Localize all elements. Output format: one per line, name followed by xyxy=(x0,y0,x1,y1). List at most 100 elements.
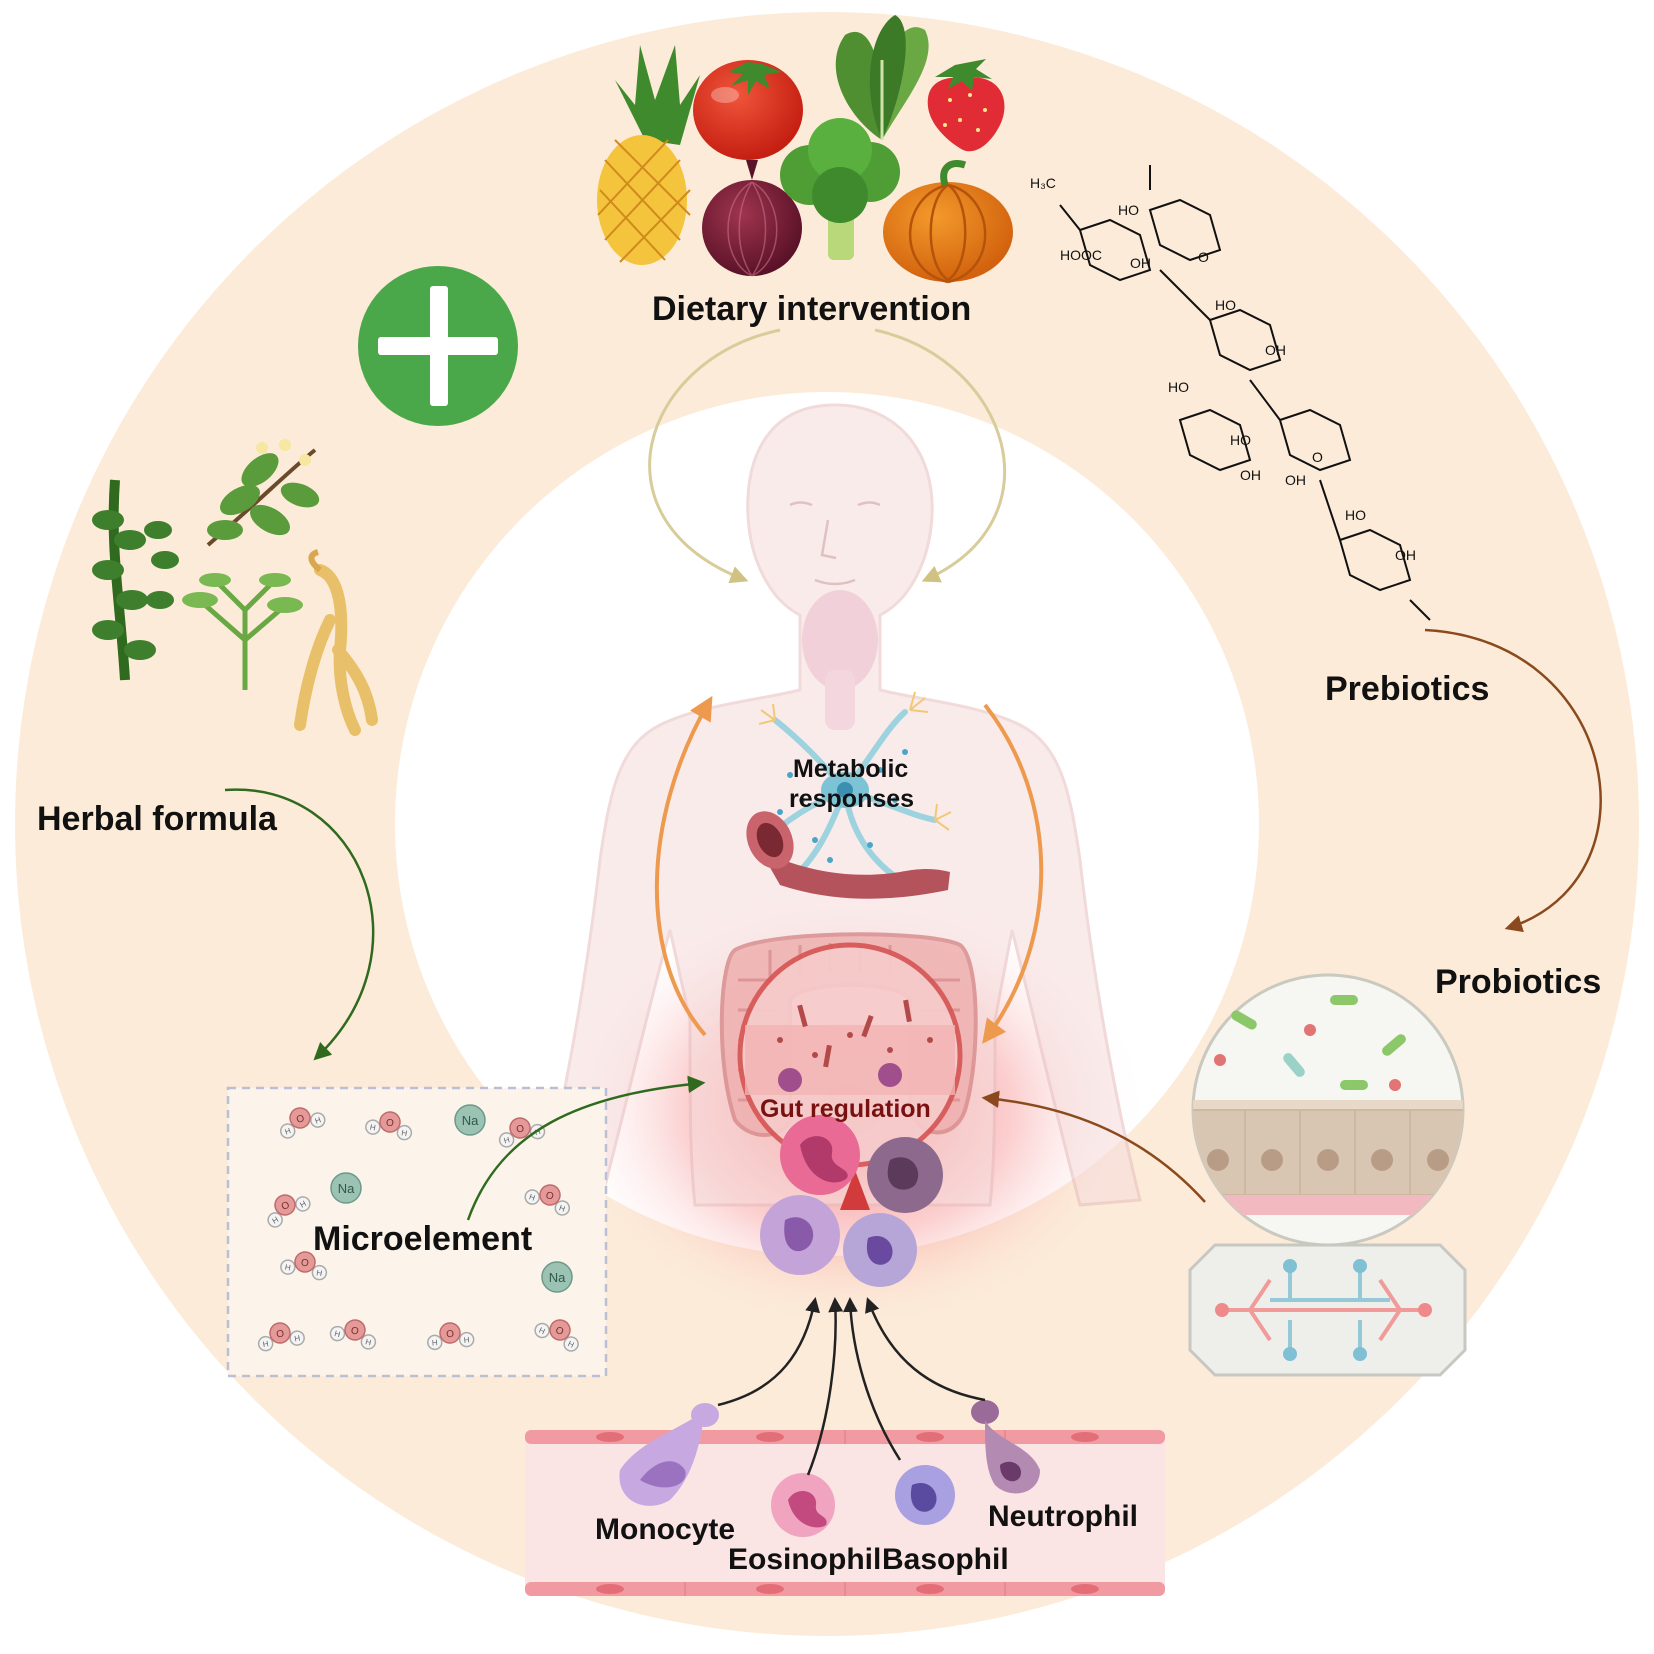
hydrogen-atom xyxy=(280,1259,296,1275)
prebiotics-label: Prebiotics xyxy=(1325,670,1490,708)
hydrogen-label: H xyxy=(298,1199,308,1210)
neutrophil-label: Neutrophil xyxy=(988,1500,1138,1533)
hydrogen-atom xyxy=(563,1336,579,1352)
oxygen-label: O xyxy=(554,1325,566,1338)
eosinophil-cell xyxy=(771,1473,835,1537)
oxygen-atom xyxy=(549,1319,571,1341)
svg-text:OH: OH xyxy=(1240,467,1261,483)
basophil-cell xyxy=(895,1465,955,1525)
svg-text:H₃C: H₃C xyxy=(1030,175,1056,191)
hydrogen-label: H xyxy=(271,1215,281,1226)
oxygen-label: O xyxy=(446,1329,455,1341)
hydrogen-label: H xyxy=(333,1329,341,1339)
hydrogen-label: H xyxy=(558,1203,567,1214)
gut-lens xyxy=(737,942,963,1168)
strawberry-icon xyxy=(927,59,1005,152)
probiotics-label: Probiotics xyxy=(1435,963,1602,1001)
sodium-ion-icon: Na xyxy=(454,1104,486,1136)
hydrogen-label: H xyxy=(432,1338,439,1347)
pineapple-icon xyxy=(597,45,700,265)
svg-text:HOOC: HOOC xyxy=(1060,247,1102,263)
hydrogen-atom xyxy=(295,1196,311,1212)
metabolic-arrows xyxy=(654,695,1044,1044)
bacteria-icon xyxy=(1214,995,1406,1091)
hydrogen-label: H xyxy=(369,1123,376,1133)
eosinophil-label: Eosinophil xyxy=(728,1543,882,1576)
hydrogen-label: H xyxy=(537,1326,546,1337)
hydrogen-atom xyxy=(458,1331,475,1348)
hydrogen-atom xyxy=(396,1124,413,1141)
hydrogen-label: H xyxy=(314,1115,323,1126)
oxygen-atom xyxy=(269,1322,291,1344)
water-molecule-icon: H HO xyxy=(524,1184,571,1216)
tomato-icon xyxy=(693,60,803,160)
spinach-icon xyxy=(835,15,929,140)
hydrogen-atom xyxy=(257,1335,274,1352)
svg-text:HO: HO xyxy=(1118,202,1139,218)
molecule-labels: H₃C HOOC HO OH HO OH HO HO OH OH HO OH O… xyxy=(1030,175,1416,563)
migration-arrows xyxy=(717,1297,986,1476)
sodium-label: Na xyxy=(462,1113,479,1128)
neutrophil-cell xyxy=(971,1400,1040,1494)
hydrogen-label: H xyxy=(316,1268,323,1278)
svg-text:HO: HO xyxy=(1345,507,1366,523)
oxygen-atom xyxy=(539,1184,561,1206)
oligosaccharide-icon xyxy=(1059,165,1431,621)
dietary-arrows xyxy=(648,328,1007,584)
oxygen-atom xyxy=(509,1117,531,1139)
vessel-tube-icon xyxy=(746,811,950,899)
svg-text:HO: HO xyxy=(1215,297,1236,313)
probiotic-arrows xyxy=(981,628,1602,1203)
hydrogen-atom xyxy=(554,1200,571,1216)
gut-regulation-label: Gut regulation xyxy=(760,1095,931,1123)
hydrogen-atom xyxy=(534,1322,550,1339)
microelement-label: Microelement xyxy=(313,1220,533,1258)
herbal-formula-label: Herbal formula xyxy=(37,800,277,838)
oxygen-label: O xyxy=(275,1328,285,1340)
svg-text:OH: OH xyxy=(1265,342,1286,358)
hydrogen-atom xyxy=(267,1212,283,1228)
svg-text:OH: OH xyxy=(1395,547,1416,563)
svg-text:HO: HO xyxy=(1230,432,1251,448)
water-molecule-icon: HHO xyxy=(257,1322,305,1352)
dietary-intervention-label: Dietary intervention xyxy=(652,290,972,328)
organ-chip-icon xyxy=(1188,1243,1467,1377)
oxygen-label: O xyxy=(349,1325,360,1338)
herbal-arrows xyxy=(224,788,706,1221)
oxygen-atom xyxy=(289,1107,311,1129)
water-molecule-icon: HHO xyxy=(279,1107,326,1139)
hydrogen-atom xyxy=(289,1330,305,1346)
svg-text:O: O xyxy=(1312,449,1323,465)
svg-text:OH: OH xyxy=(1130,255,1151,271)
monocyte-cell xyxy=(619,1403,719,1506)
hydrogen-atom xyxy=(311,1264,328,1281)
water-molecule-icon: HHO xyxy=(280,1251,328,1281)
ginseng-icon xyxy=(294,549,378,736)
water-molecule-icon: HHO xyxy=(267,1194,311,1228)
hydrogen-label: H xyxy=(528,1192,537,1203)
oxygen-label: O xyxy=(295,1113,306,1126)
hydrogen-atom xyxy=(524,1189,540,1205)
pumpkin-icon xyxy=(883,160,1013,284)
oxygen-atom xyxy=(294,1251,316,1273)
water-molecule-icon: HHO xyxy=(329,1319,377,1350)
svg-text:O: O xyxy=(1198,249,1209,265)
broccoli-icon xyxy=(780,118,900,260)
sodium-ion-icon: Na xyxy=(330,1172,362,1204)
plus-badge-icon xyxy=(358,266,518,426)
probiotics-lens xyxy=(1191,973,1465,1247)
oxygen-label: O xyxy=(544,1190,555,1203)
onion-icon xyxy=(702,160,802,277)
metabolic-label-line2: responses xyxy=(789,785,915,813)
water-molecule-icon: HHO xyxy=(498,1117,546,1148)
monocyte-label: Monocyte xyxy=(595,1513,736,1546)
hydrogen-atom xyxy=(360,1334,377,1350)
hydrogen-label: H xyxy=(503,1135,511,1145)
basophil-label: Basophil xyxy=(882,1543,1009,1576)
hydrogen-atom xyxy=(310,1112,326,1128)
hydrogen-atom xyxy=(498,1132,515,1148)
oxygen-atom xyxy=(379,1111,401,1133)
hydrogen-atom xyxy=(329,1325,346,1342)
